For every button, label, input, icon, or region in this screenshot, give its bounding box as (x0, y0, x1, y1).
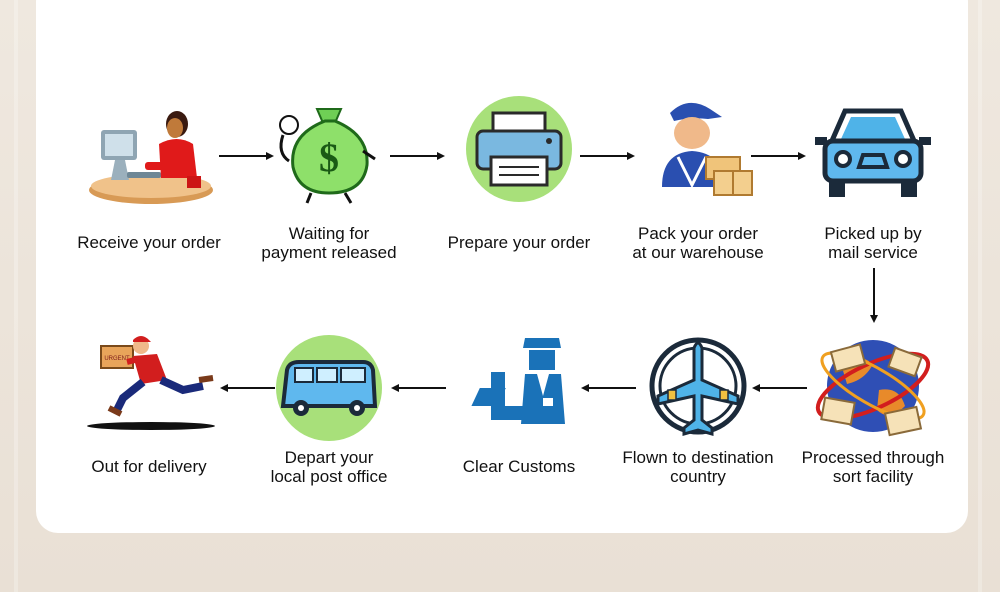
svg-text:$: $ (319, 135, 339, 180)
arrow-right (751, 151, 807, 161)
car-icon (803, 95, 943, 205)
arrow-left (219, 383, 275, 393)
step-label: Receive your order (77, 233, 221, 252)
customs-officer-icon (449, 334, 589, 444)
arrow-right (390, 151, 446, 161)
computer-operator-icon (79, 100, 219, 210)
globe-mail-icon (803, 334, 943, 444)
svg-text:URGENT: URGENT (104, 356, 130, 362)
airplane-icon (628, 334, 768, 444)
courier-icon: URGENT (79, 334, 219, 444)
step-label: Pack your order at our warehouse (632, 224, 764, 262)
arrow-right (580, 151, 636, 161)
background-stripe (14, 0, 18, 592)
van-icon (259, 334, 399, 444)
arrow-left (751, 383, 807, 393)
printer-icon (449, 95, 589, 205)
warehouse-worker-icon (628, 95, 768, 205)
step-label: Picked up by mail service (824, 224, 922, 262)
arrow-left (390, 383, 446, 393)
step-label: Depart your local post office (270, 448, 388, 486)
step-label: Processed through sort facility (801, 448, 945, 486)
arrow-down (869, 268, 879, 324)
step-label: Out for delivery (91, 457, 207, 476)
money-bag-icon: $ (259, 95, 399, 205)
step-label: Waiting for payment released (261, 224, 397, 262)
arrow-left (580, 383, 636, 393)
step-label: Prepare your order (447, 233, 591, 252)
step-label: Clear Customs (462, 457, 576, 476)
process-card (36, 0, 968, 533)
step-label: Flown to destination country (622, 448, 774, 486)
background-stripe (978, 0, 982, 592)
arrow-right (219, 151, 275, 161)
